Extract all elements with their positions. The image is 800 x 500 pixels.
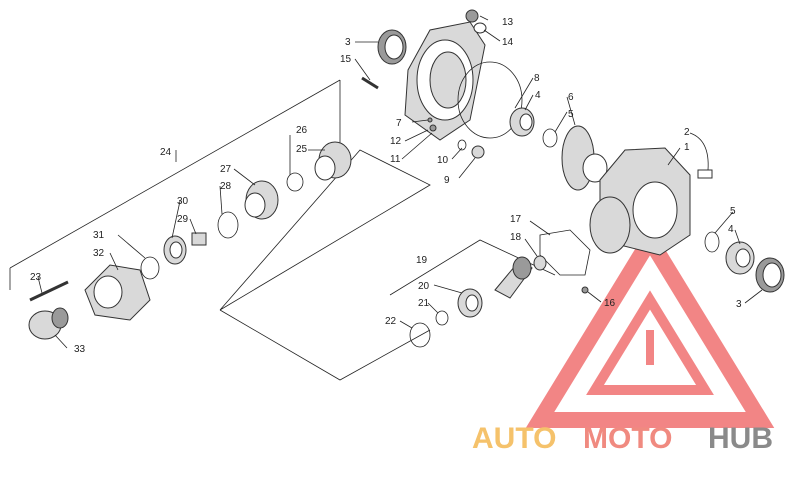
- watermark-text: AUTO MOTO HUB: [472, 422, 773, 455]
- callout-18: 18: [510, 232, 522, 243]
- watermark-auto: AUTO: [472, 422, 556, 455]
- callout-15: 15: [340, 54, 352, 65]
- callout-labels: 1 2 3 3 4 4 5 5 6 7 8 9 10 11 12 13 14 1…: [30, 17, 742, 355]
- callout-7: 7: [396, 118, 402, 129]
- callout-20: 20: [418, 281, 430, 292]
- callout-27: 27: [220, 164, 232, 175]
- part-coupler-25: [314, 141, 352, 181]
- callout-10: 10: [437, 155, 449, 166]
- group-bracket-24: [9, 79, 341, 290]
- callout-22: 22: [385, 316, 397, 327]
- part-gasket-17: [539, 229, 591, 276]
- callout-3-right: 3: [736, 299, 742, 310]
- part-bearing-4-top: [509, 107, 535, 137]
- part-seal-3-top: [377, 29, 407, 65]
- part-flange-33: [28, 307, 69, 340]
- part-snap-ring-22: [409, 322, 431, 348]
- part-clip-16: [581, 286, 589, 294]
- callout-32: 32: [93, 248, 105, 259]
- callout-16: 16: [604, 298, 616, 309]
- part-breather-2: [697, 169, 713, 179]
- callout-5-top: 5: [568, 109, 574, 120]
- part-bearing-27: [244, 180, 279, 220]
- callout-31: 31: [93, 230, 105, 241]
- part-ring-26: [286, 172, 304, 192]
- part-cover-housing: [404, 21, 486, 141]
- watermark-hub: HUB: [708, 422, 773, 455]
- callout-1: 1: [684, 142, 690, 153]
- part-fastener-11: [427, 117, 437, 132]
- callout-17: 17: [510, 214, 522, 225]
- part-o-ring-31: [140, 256, 160, 280]
- callout-23: 23: [30, 272, 42, 283]
- part-pinion-shaft: [494, 256, 533, 299]
- callout-14: 14: [502, 37, 514, 48]
- callout-5-right: 5: [730, 206, 736, 217]
- part-bearing-4-right: [725, 241, 755, 275]
- callout-11: 11: [390, 154, 401, 165]
- part-bushing-18: [533, 255, 547, 271]
- part-spacer-21: [435, 310, 449, 326]
- part-bolt-23: [29, 280, 69, 302]
- callout-4-right: 4: [728, 224, 734, 235]
- callout-30: 30: [177, 196, 189, 207]
- callout-28: 28: [220, 181, 232, 192]
- part-snap-ring-28: [217, 211, 239, 239]
- part-seal-30: [163, 235, 187, 265]
- part-ring-gear-6: [561, 125, 608, 191]
- leader-lines: [37, 15, 763, 349]
- watermark-moto: MOTO: [583, 422, 672, 455]
- callout-4-top: 4: [535, 90, 541, 101]
- callout-6: 6: [568, 92, 574, 103]
- part-bushing-29: [191, 232, 207, 246]
- callout-19: 19: [416, 255, 428, 266]
- watermark-logo: [525, 224, 775, 428]
- callout-25: 25: [296, 144, 308, 155]
- callout-24: 24: [160, 147, 172, 158]
- part-plug-9: [457, 139, 485, 159]
- part-bearing-20: [457, 288, 483, 318]
- callout-8: 8: [534, 73, 540, 84]
- callout-13: 13: [502, 17, 514, 28]
- callout-3-top: 3: [345, 37, 351, 48]
- part-o-ring: [457, 61, 523, 139]
- callout-9: 9: [444, 175, 450, 186]
- callout-26: 26: [296, 125, 308, 136]
- part-housing-32: [84, 264, 151, 321]
- callout-2: 2: [684, 127, 690, 138]
- part-seal-3-right: [755, 257, 785, 293]
- part-shim-5-top: [542, 128, 558, 148]
- callout-29: 29: [177, 214, 189, 225]
- part-bolt-15: [361, 76, 379, 90]
- part-shim-5-right: [704, 231, 720, 253]
- callout-21: 21: [418, 298, 430, 309]
- part-main-housing-1: [589, 147, 691, 256]
- callout-33: 33: [74, 344, 86, 355]
- callout-12: 12: [390, 136, 402, 147]
- part-nut-13: [465, 9, 487, 34]
